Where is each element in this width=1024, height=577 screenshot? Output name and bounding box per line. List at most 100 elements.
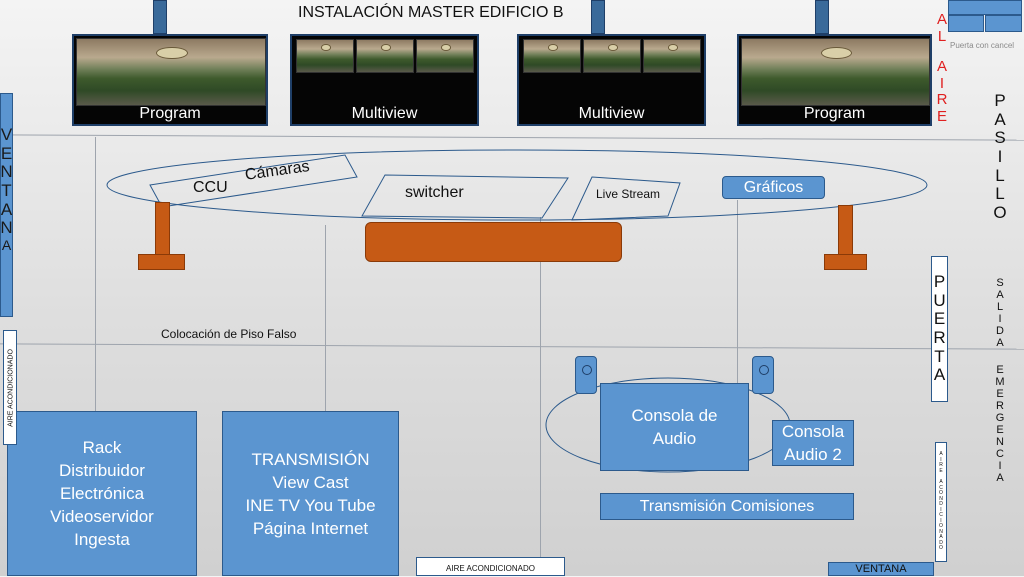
pasillo-letter: P (994, 91, 1006, 110)
screen-multiview-1: Multiview (290, 34, 479, 126)
consola-audio-box: Consola de Audio (600, 383, 749, 471)
salida-letter: D (996, 325, 1004, 338)
rack-box: Rack Distribuidor Electrónica Videoservi… (7, 411, 197, 576)
transmision-box: TRANSMISIÓN View Cast INE TV You Tube Pá… (222, 411, 399, 576)
monitor-mount-3 (815, 0, 829, 34)
puerta-cancel-label: Puerta con cancel (950, 41, 1015, 50)
rack-line: Ingesta (74, 530, 130, 549)
screen-image (741, 38, 930, 106)
screen-program-right: Program (737, 34, 932, 126)
monitor-mount-2 (591, 0, 605, 34)
switcher-console-bar (365, 222, 622, 262)
pasillo-letter: L (995, 184, 1005, 204)
ventana-bottom-label: VENTANA (855, 563, 907, 575)
ventana-letter: A (0, 199, 13, 219)
salida-letter: E (996, 424, 1004, 437)
salida-letter: I (998, 313, 1002, 326)
live-stream-desk (571, 176, 681, 221)
camera-stand-right-base (824, 254, 867, 270)
aire-right-letter: I (940, 517, 942, 524)
screen-image (523, 39, 581, 73)
aire-left-label: AIRE ACONDICIONADO (7, 349, 15, 427)
screen-image (356, 39, 414, 73)
screen-label: Program (139, 105, 201, 122)
ventana-letter: T (1, 181, 12, 201)
salida-letter: C (996, 448, 1004, 461)
speaker-left (575, 356, 597, 394)
aire-right-letter: R (939, 462, 943, 469)
consola-audio-2-line: Consola (781, 422, 845, 441)
graficos-label: Gráficos (743, 179, 804, 196)
transmision-line: View Cast (272, 473, 349, 492)
ventana-left: V E N T A N A (0, 93, 13, 317)
transmision-comisiones-label: Transmisión Comisiones (639, 498, 815, 515)
screen-program-left: Program (72, 34, 268, 126)
salida-letter: N (996, 436, 1004, 449)
transmision-comisiones-box: Transmisión Comisiones (600, 493, 854, 520)
cable-line-2 (325, 225, 326, 412)
live-stream-label: Live Stream (596, 187, 661, 201)
puerta-cancel-right (985, 15, 1022, 32)
screen-image (643, 39, 701, 73)
screen-label: Program (803, 105, 866, 122)
rack-line: Electrónica (59, 484, 145, 503)
screen-image (76, 38, 266, 106)
screen-multiview-2: Multiview (517, 34, 706, 126)
salida-letter: I (998, 460, 1002, 473)
page-title: INSTALACIÓN MASTER EDIFICIO B (298, 4, 564, 21)
al-aire-letter: L (937, 27, 947, 45)
pasillo-letter: L (995, 165, 1005, 185)
ventana-letter: A (1, 237, 12, 254)
monitor-mount-1 (153, 0, 167, 34)
ventana-letter: N (0, 218, 13, 238)
salida-letter: A (996, 337, 1004, 350)
aire-right-letter: N (939, 528, 943, 535)
puerta-letter: E (933, 309, 946, 329)
puerta-letter: P (933, 271, 946, 291)
pasillo-letter: O (993, 203, 1007, 223)
salida-emergencia-label: S A L I D A E M E R G E N C I A (991, 277, 1009, 485)
ccu-camaras-desk (149, 154, 358, 208)
salida-letter: M (995, 375, 1005, 388)
screen-image (583, 39, 641, 73)
screen-label: Multiview (578, 105, 645, 122)
rack-line: Rack (82, 438, 122, 457)
consola-audio-line: Consola de (631, 406, 718, 425)
rack-line: Videoservidor (50, 507, 154, 526)
puerta-cancel-left (948, 15, 984, 32)
transmision-line: TRANSMISIÓN (251, 450, 370, 469)
screen-image (416, 39, 474, 73)
aire-right-letter: E (939, 467, 943, 474)
cable-line-1 (95, 137, 96, 412)
pasillo-letter: I (997, 147, 1003, 167)
switcher-label: switcher (405, 184, 464, 201)
salida-letter: L (996, 301, 1004, 314)
salida-letter: G (995, 411, 1005, 424)
aire-bottom-box: AIRE ACONDICIONADO (416, 557, 565, 576)
salida-letter: E (996, 363, 1004, 376)
aire-right-letter: A (939, 451, 943, 458)
transmision-line: INE TV You Tube (245, 496, 376, 515)
camera-stand-left-post (155, 202, 170, 255)
puerta-box: P U E R T A (931, 256, 948, 402)
aire-right-letter: A (939, 534, 943, 541)
screen-image (296, 39, 354, 73)
floor-label: Colocación de Piso Falso (161, 327, 297, 341)
aire-right-letter: N (939, 495, 943, 502)
rack-line: Distribuidor (59, 461, 145, 480)
transmision-line: Página Internet (252, 519, 369, 538)
ventana-letter: N (0, 162, 13, 182)
puerta-letter: U (933, 290, 946, 310)
aire-right-letter: D (939, 501, 943, 508)
aire-right-letter: O (939, 545, 943, 552)
pasillo-letter: A (994, 109, 1006, 129)
salida-letter: S (996, 277, 1004, 289)
switcher-ellipse (106, 149, 928, 221)
graficos-box: Gráficos (722, 176, 825, 199)
puerta-cancel-top (948, 0, 1022, 15)
camera-stand-right-post (838, 205, 853, 255)
puerta-letter: R (933, 328, 946, 347)
aire-right-letter: O (939, 523, 943, 530)
aire-right-letter: O (939, 490, 943, 497)
aire-right-letter: I (940, 456, 942, 463)
